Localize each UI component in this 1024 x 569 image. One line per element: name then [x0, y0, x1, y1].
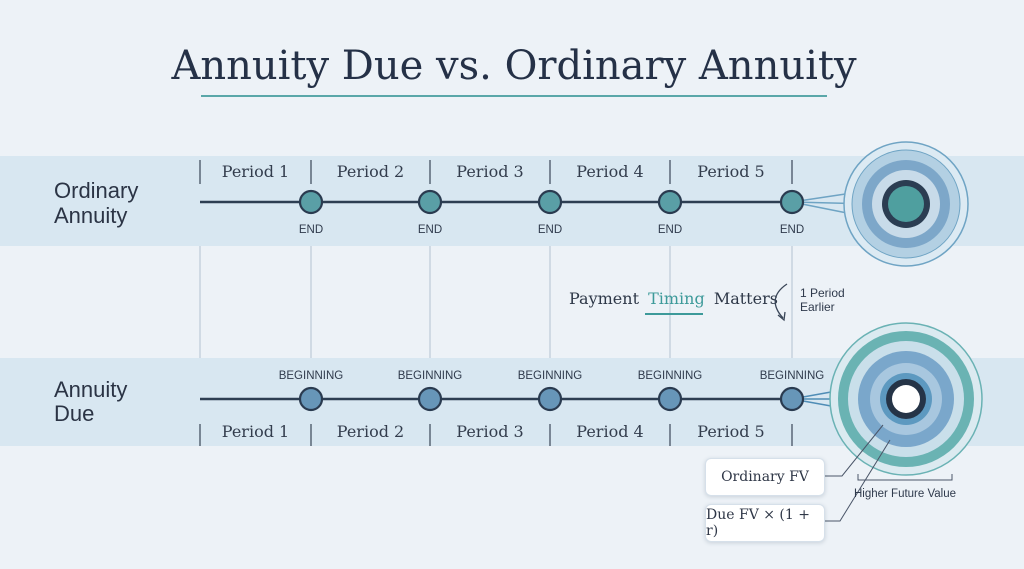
- higher-fv-bracket: [857, 474, 953, 481]
- due-fv-connector: [825, 439, 891, 522]
- period-label: Period 1: [222, 422, 289, 441]
- ordinary-periods: Period 1 Period 2 Period 3 Period 4 Period 5…: [199, 160, 805, 236]
- period-label: Period 3: [456, 162, 523, 181]
- ordinary-label-line2: Annuity: [54, 203, 127, 228]
- period-label: Period 1: [222, 162, 289, 181]
- page-title: Annuity Due vs. Ordinary Annuity: [170, 43, 857, 89]
- payment-timing-label: END: [418, 224, 442, 236]
- due-periods: Period 1 Period 2 Period 3 Period 4 Period 5…: [199, 370, 825, 446]
- payment-timing-label: BEGINNING: [398, 370, 463, 382]
- payment-timing-label: BEGINNING: [638, 370, 703, 382]
- ordinary-target: [843, 141, 969, 267]
- payment-node: [537, 386, 563, 412]
- due-fv-box: Due FV × (1 + r): [705, 504, 825, 542]
- ordinary-label-line1: Ordinary: [54, 178, 138, 203]
- payment-timing-label: BEGINNING: [279, 370, 344, 382]
- shift-note-line1: 1 Period: [800, 286, 845, 300]
- payment-node: [779, 386, 805, 412]
- payment-timing-label: BEGINNING: [760, 370, 825, 382]
- due-label-line2: Due: [54, 401, 94, 426]
- shift-arrow: [774, 283, 788, 319]
- higher-fv-note: Higher Future Value: [854, 488, 956, 500]
- ordinary-fv-box: Ordinary FV: [705, 458, 825, 496]
- timing-post: Matters: [714, 289, 778, 308]
- payment-timing-label: END: [780, 224, 804, 236]
- payment-node: [298, 189, 324, 215]
- due-target: [829, 322, 983, 476]
- period-label: Period 5: [697, 162, 764, 181]
- payment-node: [537, 189, 563, 215]
- due-label-line1: Annuity: [54, 377, 127, 402]
- payment-node: [657, 386, 683, 412]
- period-label: Period 3: [456, 422, 523, 441]
- timing-pre: Payment: [569, 289, 640, 308]
- payment-node: [657, 189, 683, 215]
- period-label: Period 5: [697, 422, 764, 441]
- payment-node: [417, 189, 443, 215]
- ordinary-fv-connector: [825, 424, 884, 477]
- payment-node: [298, 386, 324, 412]
- timing-text: Payment Timing Matters: [569, 289, 778, 308]
- period-label: Period 2: [337, 162, 404, 181]
- due-target-core: [892, 385, 920, 413]
- period-label: Period 4: [576, 422, 643, 441]
- shift-note-line2: Earlier: [800, 300, 835, 314]
- period-label: Period 2: [337, 422, 404, 441]
- timing-highlight: Timing: [648, 289, 705, 308]
- shift-arrow-head: [777, 311, 786, 322]
- payment-node: [417, 386, 443, 412]
- period-guides: [199, 246, 793, 358]
- payment-timing-label: END: [299, 224, 323, 236]
- payment-timing-label: BEGINNING: [518, 370, 583, 382]
- payment-timing-label: END: [538, 224, 562, 236]
- payment-node: [779, 189, 805, 215]
- period-label: Period 4: [576, 162, 643, 181]
- ordinary-target-core: [888, 186, 924, 222]
- payment-timing-label: END: [658, 224, 682, 236]
